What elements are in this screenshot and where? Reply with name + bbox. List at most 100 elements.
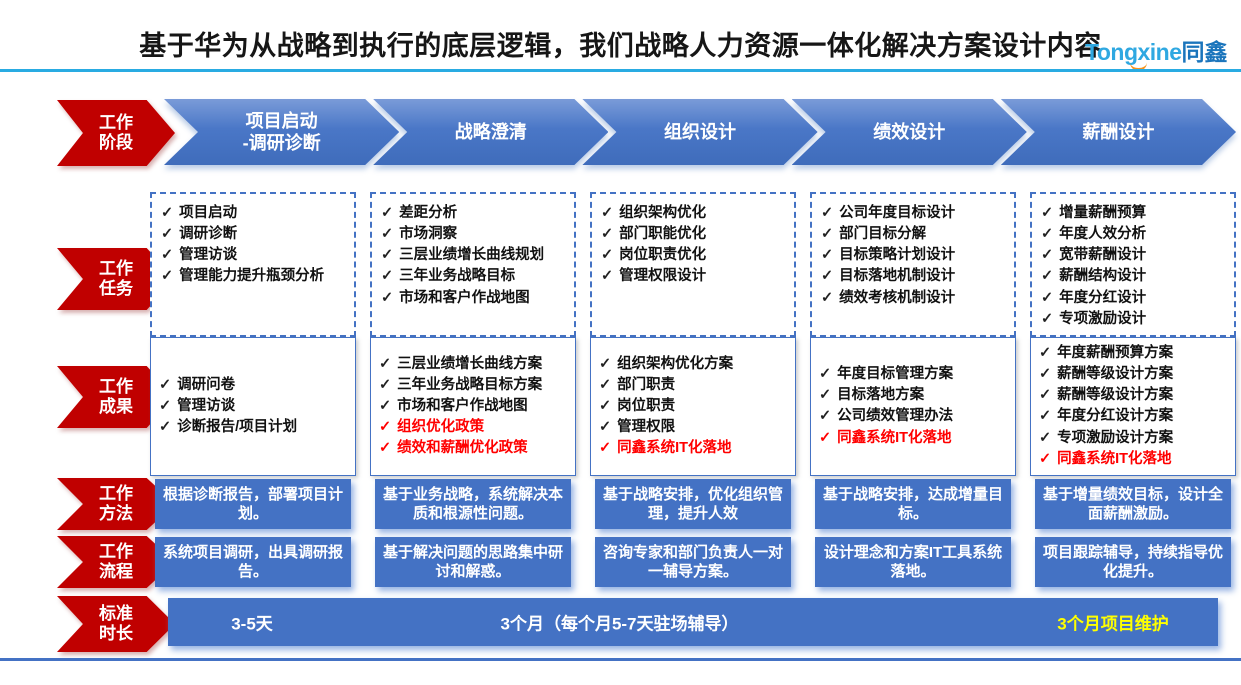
check-item: ✓管理访谈: [161, 246, 349, 265]
phase-arrow-row: 项目启动 -调研诊断 战略澄清 组织设计 绩效设计 薪酬设计: [150, 99, 1236, 165]
check-item: ✓岗位职责: [599, 397, 791, 416]
check-item: ✓薪酬等级设计方案: [1039, 386, 1231, 405]
process-box-1: 系统项目调研，出具调研报告。: [155, 537, 351, 587]
check-icon: ✓: [599, 355, 612, 372]
check-item: ✓薪酬结构设计: [1041, 267, 1229, 286]
check-item: ✓三层业绩增长曲线规划: [381, 246, 569, 265]
phase-arrow-performance-design: 绩效设计: [792, 99, 1027, 165]
check-icon: ✓: [1039, 429, 1052, 446]
check-item: ✓年度薪酬预算方案: [1039, 344, 1231, 363]
task-box-3: ✓组织架构优化✓部门职能优化✓岗位职责优化✓管理权限设计: [590, 192, 796, 337]
check-item: ✓同鑫系统IT化落地: [819, 429, 1011, 448]
methods-row: 根据诊断报告，部署项目计划。 基于业务战略，系统解决本质和根源性问题。 基于战略…: [150, 479, 1236, 529]
check-icon: ✓: [159, 397, 172, 414]
header-divider: [0, 69, 1241, 72]
check-icon: ✓: [159, 418, 172, 435]
check-item: ✓管理权限设计: [601, 267, 789, 286]
duration-segment-diagnosis: 3-5天: [231, 614, 273, 634]
check-icon: ✓: [381, 268, 394, 285]
check-icon: ✓: [159, 376, 172, 393]
check-item: ✓年度目标管理方案: [819, 365, 1011, 384]
check-item: ✓绩效和薪酬优化政策: [379, 439, 571, 458]
check-item: ✓项目启动: [161, 204, 349, 223]
check-icon: ✓: [599, 440, 612, 457]
check-icon: ✓: [601, 247, 614, 264]
results-row: ✓调研问卷✓管理访谈✓诊断报告/项目计划 ✓三层业绩增长曲线方案 ✓三年业务战略目…: [150, 337, 1236, 476]
check-item: ✓年度人效分析: [1041, 225, 1229, 244]
check-icon: ✓: [821, 268, 834, 285]
check-item: ✓三年业务战略目标方案: [379, 376, 571, 395]
duration-bar: 3-5天 3个月（每个月5-7天驻场辅导） 3个月项目维护: [168, 598, 1218, 646]
check-icon: ✓: [1041, 289, 1054, 306]
check-item: ✓目标策略计划设计: [821, 246, 1009, 265]
task-box-5: ✓增量薪酬预算✓年度人效分析✓宽带薪酬设计✓薪酬结构设计✓年度分红设计✓专项激励…: [1030, 192, 1236, 337]
check-icon: ✓: [1041, 310, 1054, 327]
check-icon: ✓: [819, 408, 832, 425]
check-icon: ✓: [379, 440, 392, 457]
check-icon: ✓: [1039, 366, 1052, 383]
check-icon: ✓: [1039, 450, 1052, 467]
tasks-row: ✓项目启动✓调研诊断✓管理访谈✓管理能力提升瓶颈分析 ✓差距分析✓市场洞察✓三层…: [150, 192, 1236, 337]
check-item: ✓目标落地机制设计: [821, 267, 1009, 286]
brand-logo: Tongxine同鑫: [1085, 33, 1233, 71]
check-icon: ✓: [161, 205, 174, 221]
check-icon: ✓: [599, 418, 612, 435]
result-box-5: ✓年度薪酬预算方案 ✓薪酬等级设计方案 ✓薪酬等级设计方案 ✓年度分红设计方案 ✓专项激…: [1030, 337, 1236, 476]
check-icon: ✓: [1039, 387, 1052, 404]
check-icon: ✓: [601, 226, 614, 243]
logo-text-en: Tongxine: [1085, 39, 1182, 65]
result-box-1: ✓调研问卷✓管理访谈✓诊断报告/项目计划: [150, 337, 356, 476]
process-box-2: 基于解决问题的思路集中研讨和解惑。: [375, 537, 571, 587]
check-item: ✓管理能力提升瓶颈分析: [161, 267, 349, 286]
check-icon: ✓: [379, 397, 392, 414]
check-icon: ✓: [601, 205, 614, 221]
check-icon: ✓: [821, 289, 834, 306]
check-icon: ✓: [821, 205, 834, 221]
check-item: ✓三层业绩增长曲线方案: [379, 355, 571, 374]
check-item: ✓年度分红设计方案: [1039, 407, 1231, 426]
check-item: ✓市场洞察: [381, 225, 569, 244]
task-box-4: ✓公司年度目标设计✓部门目标分解✓目标策略计划设计✓目标落地机制设计✓绩效考核机…: [810, 192, 1016, 337]
duration-segment-coaching: 3个月（每个月5-7天驻场辅导）: [500, 614, 739, 634]
result-box-2: ✓三层业绩增长曲线方案✓三年业务战略目标方案✓市场和客户作战地图✓组织优化政策✓…: [370, 337, 576, 476]
check-item: ✓专项激励设计方案: [1039, 429, 1231, 448]
check-icon: ✓: [599, 397, 612, 414]
check-item: ✓组织架构优化: [601, 204, 789, 223]
check-icon: ✓: [379, 376, 392, 393]
process-box-3: 咨询专家和部门负责人一对一辅导方案。: [595, 537, 791, 587]
check-item: ✓管理权限: [599, 418, 791, 437]
method-box-1: 根据诊断报告，部署项目计划。: [155, 479, 351, 529]
check-item: ✓公司年度目标设计: [821, 204, 1009, 223]
check-icon: ✓: [1041, 226, 1054, 243]
process-box-4: 设计理念和方案IT工具系统落地。: [815, 537, 1011, 587]
check-item: ✓管理访谈: [159, 397, 351, 416]
duration-segment-maintenance: 3个月项目维护: [1057, 614, 1169, 634]
check-item: ✓公司绩效管理办法: [819, 407, 1011, 426]
phase-arrow-project-launch: 项目启动 -调研诊断: [164, 99, 399, 165]
check-icon: ✓: [1041, 205, 1054, 221]
task-box-1: ✓项目启动✓调研诊断✓管理访谈✓管理能力提升瓶颈分析: [150, 192, 356, 337]
check-item: ✓岗位职责优化: [601, 246, 789, 265]
result-box-4: ✓年度目标管理方案 ✓目标落地方案 ✓公司绩效管理办法 ✓同鑫系统IT化落地: [810, 337, 1016, 476]
check-item: ✓差距分析: [381, 204, 569, 223]
check-item: ✓增量薪酬预算: [1041, 204, 1229, 223]
phase-arrow-compensation-design: 薪酬设计: [1001, 99, 1236, 165]
phase-arrow-strategy-clarify: 战略澄清: [373, 99, 608, 165]
check-item: ✓三年业务战略目标: [381, 267, 569, 286]
page-title: 基于华为从战略到执行的底层逻辑，我们战略人力资源一体化解决方案设计内容: [139, 31, 1102, 61]
check-icon: ✓: [821, 247, 834, 264]
logo-text-cn: 同鑫: [1181, 39, 1228, 65]
check-item: ✓宽带薪酬设计: [1041, 246, 1229, 265]
process-row: 系统项目调研，出具调研报告。 基于解决问题的思路集中研讨和解惑。 咨询专家和部门…: [150, 537, 1236, 587]
check-item: ✓目标落地方案: [819, 386, 1011, 405]
check-item: ✓薪酬等级设计方案: [1039, 365, 1231, 384]
check-item: ✓绩效考核机制设计: [821, 289, 1009, 308]
process-box-5: 项目跟踪辅导，持续指导优化提升。: [1035, 537, 1231, 587]
check-item: ✓市场和客户作战地图: [379, 397, 571, 416]
check-item: ✓部门职责: [599, 376, 791, 395]
row-label-duration: 标准时长: [57, 596, 175, 652]
method-box-3: 基于战略安排，优化组织管理，提升人效: [595, 479, 791, 529]
check-icon: ✓: [819, 387, 832, 404]
result-box-3: ✓组织架构优化方案✓部门职责✓岗位职责✓管理权限✓同鑫系统IT化落地: [590, 337, 796, 476]
footer-divider: [0, 658, 1241, 661]
